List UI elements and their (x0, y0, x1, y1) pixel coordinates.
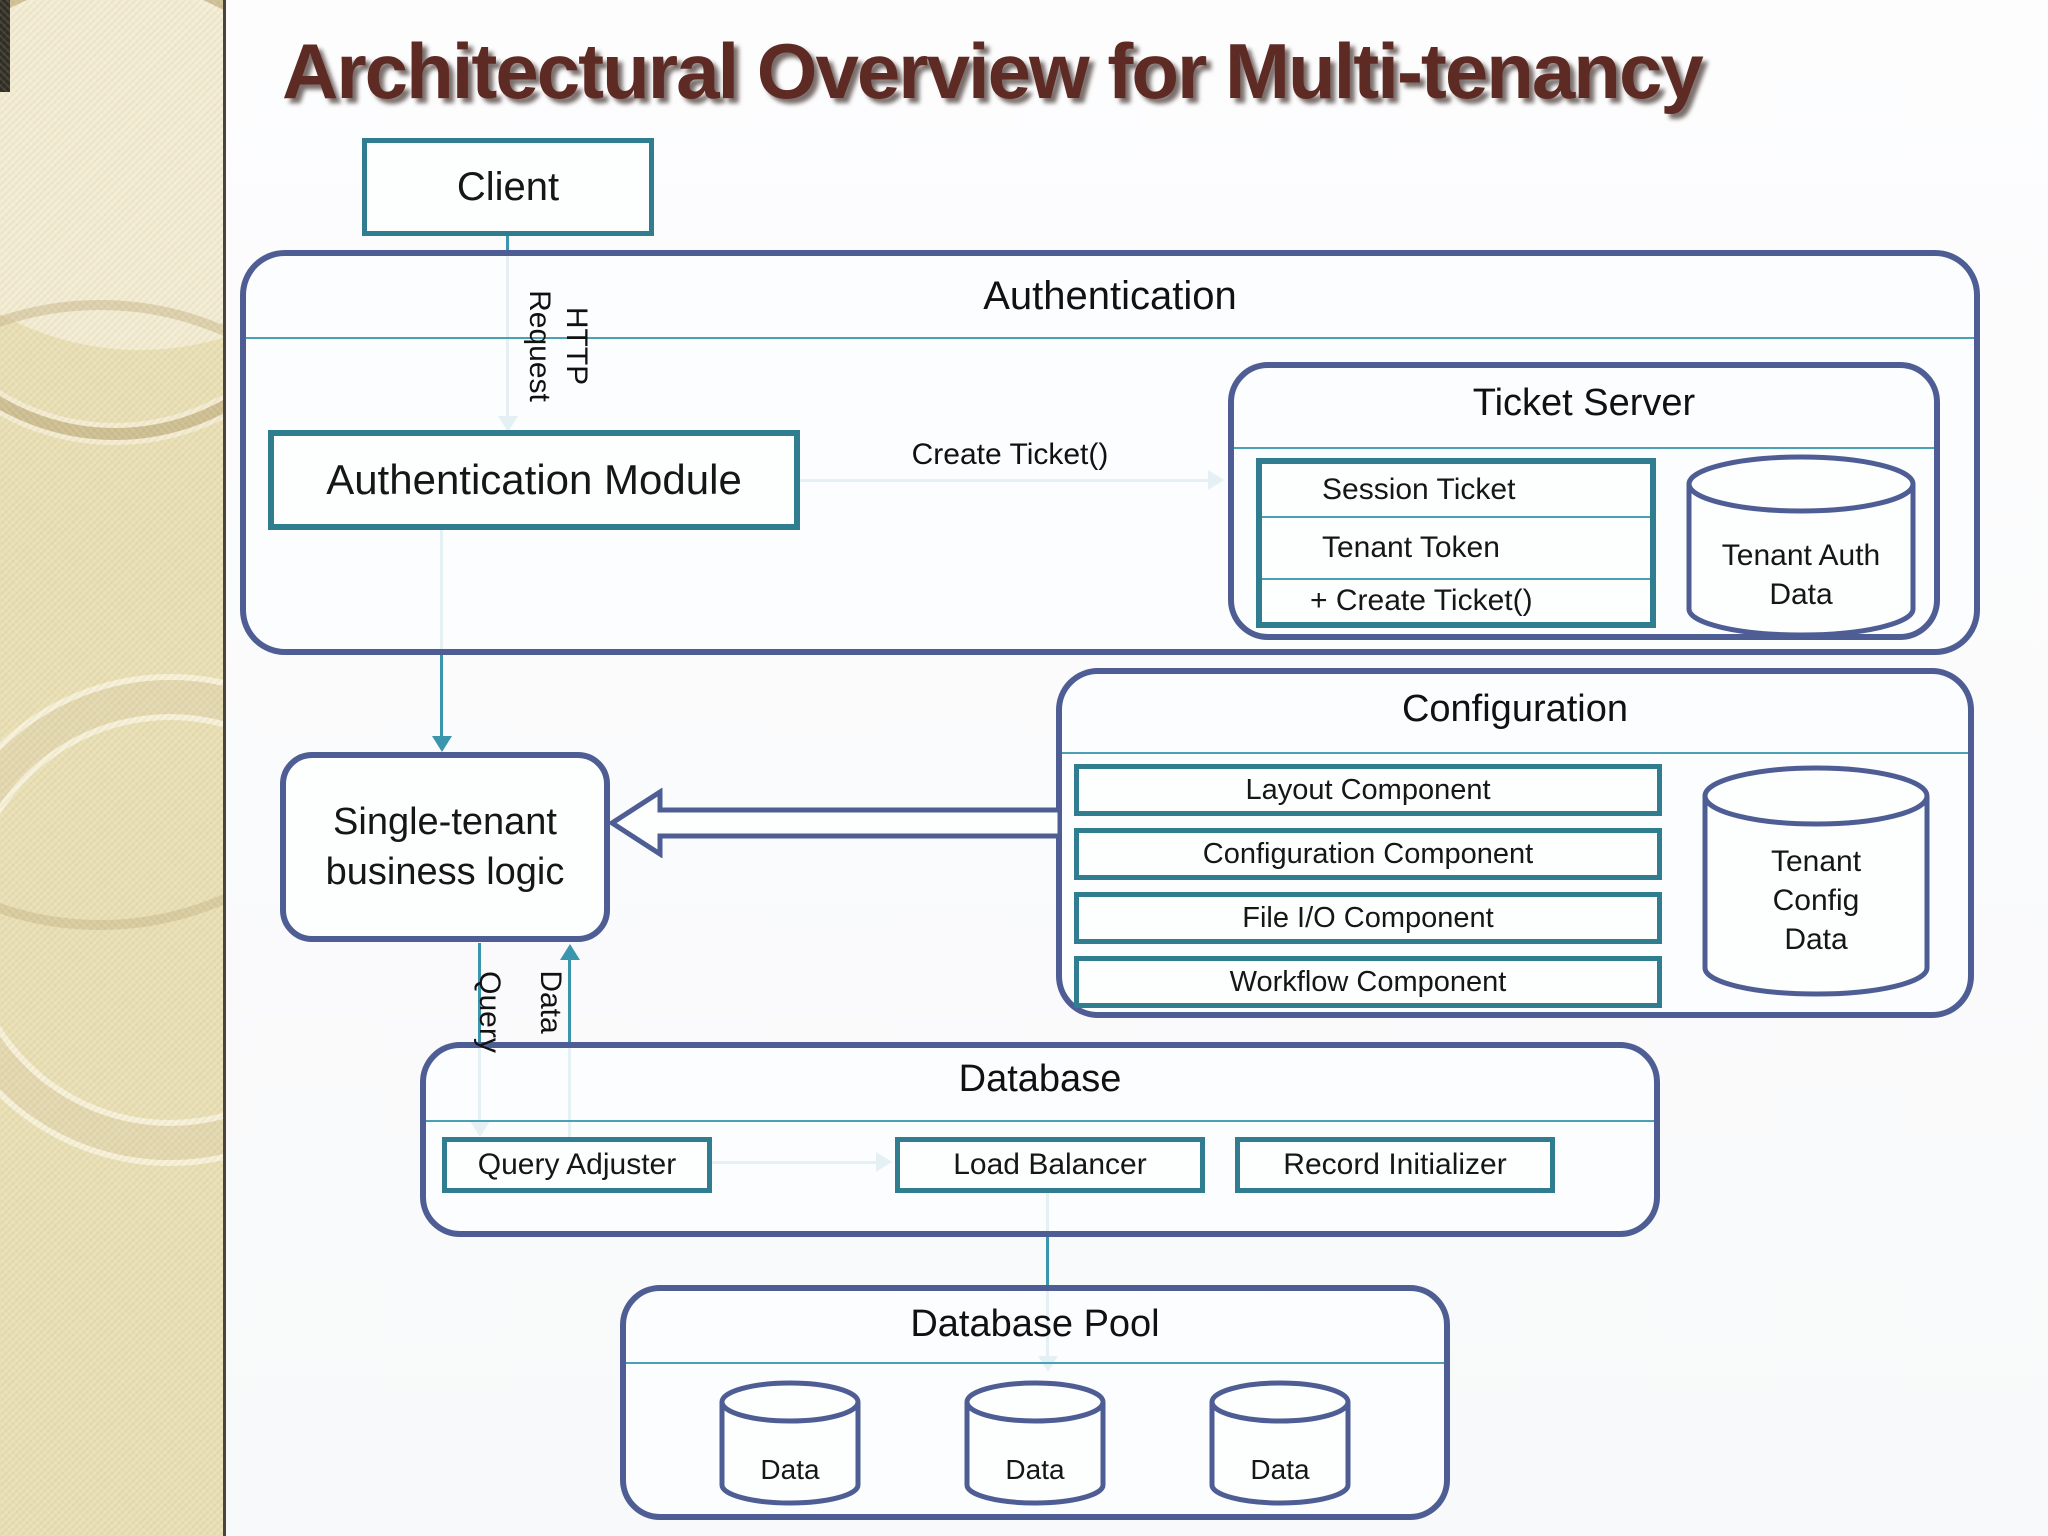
query-adjuster-node: Query Adjuster (442, 1137, 712, 1193)
authentication-title: Authentication (983, 274, 1237, 318)
component-label: Layout Component (1245, 773, 1491, 806)
config-to-business-arrow (610, 788, 1062, 858)
class-row-session-ticket: Session Ticket (1262, 464, 1650, 516)
configuration-component-node: Configuration Component (1074, 828, 1662, 880)
edge-label-line: HTTP (560, 306, 593, 386)
ticket-server-separator (1234, 447, 1934, 449)
database-cylinder-icon (719, 1380, 861, 1506)
query-arrow-line (478, 943, 481, 1123)
tenant-config-data-store: Tenant Config Data (1700, 762, 1932, 1002)
database-pool-title: Database Pool (910, 1303, 1160, 1345)
class-row-create-ticket: + Create Ticket() (1262, 580, 1650, 622)
component-label: Configuration Component (1202, 837, 1534, 870)
record-initializer-node: Record Initializer (1235, 1137, 1555, 1193)
sidebar-decoration (0, 0, 226, 1536)
db-module-label: Load Balancer (953, 1148, 1147, 1181)
client-label: Client (456, 164, 560, 209)
db-module-label: Query Adjuster (477, 1148, 677, 1181)
authentication-module-label: Authentication Module (326, 456, 742, 503)
component-label: File I/O Component (1242, 901, 1494, 934)
pool-data-label: Data (1005, 1454, 1065, 1485)
class-row-label: + Create Ticket() (1310, 584, 1533, 617)
store-label-line: Tenant (1770, 845, 1862, 878)
component-label: Workflow Component (1229, 965, 1507, 998)
db-module-label: Record Initializer (1283, 1148, 1507, 1181)
data-label: Data (534, 970, 567, 1034)
store-label-line: Config (1772, 884, 1860, 917)
load-balancer-node: Load Balancer (895, 1137, 1205, 1193)
pool-data-label: Data (1250, 1454, 1310, 1485)
sidebar-texture (0, 0, 223, 1536)
pool-data-store: Data (718, 1378, 862, 1512)
class-row-separator (1262, 516, 1650, 518)
ticket-class-box: Session Ticket Tenant Token + Create Tic… (1256, 458, 1656, 628)
tenant-auth-data-label: Tenant Auth Data (1684, 536, 1918, 614)
edge-label-line: Request (523, 290, 556, 402)
balancer-to-pool-arrow-line (1046, 1192, 1049, 1358)
file-io-component-node: File I/O Component (1074, 892, 1662, 944)
create-ticket-label: Create Ticket() (911, 438, 1109, 471)
business-logic-node: Single-tenant business logic (280, 752, 610, 942)
module-to-business-arrowhead (432, 736, 452, 752)
database-cylinder-icon (1209, 1380, 1351, 1506)
tenant-config-data-label: Tenant Config Data (1700, 842, 1932, 959)
configuration-title: Configuration (1401, 688, 1629, 730)
http-request-label: HTTP Request (519, 281, 595, 411)
class-row-label: Tenant Token (1322, 531, 1500, 564)
tenant-auth-data-store: Tenant Auth Data (1684, 452, 1918, 642)
store-label-line: Data (1769, 578, 1833, 611)
sidebar-corner-mark (0, 0, 10, 92)
class-row-tenant-token: Tenant Token (1262, 518, 1650, 578)
page-title: Architectural Overview for Multi-tenancy (282, 27, 1704, 115)
store-label-line: Data (1784, 923, 1848, 956)
database-separator (426, 1120, 1654, 1122)
workflow-component-node: Workflow Component (1074, 956, 1662, 1008)
query-label: Query (473, 971, 506, 1053)
business-logic-label: business logic (325, 851, 565, 893)
database-cylinder-icon (1702, 765, 1930, 997)
database-cylinder-icon (1686, 454, 1916, 638)
store-label-line: Tenant Auth (1721, 539, 1881, 572)
class-row-label: Session Ticket (1322, 473, 1516, 506)
database-cylinder-icon (964, 1380, 1106, 1506)
class-row-separator (1262, 578, 1650, 580)
authentication-separator (246, 337, 1974, 339)
business-logic-label: Single-tenant (333, 801, 557, 843)
pool-data-store: Data (963, 1378, 1107, 1512)
database-title: Database (958, 1058, 1122, 1100)
data-arrowhead (560, 944, 580, 960)
configuration-separator (1062, 752, 1968, 754)
layout-component-node: Layout Component (1074, 764, 1662, 816)
pool-data-label: Data (760, 1454, 820, 1485)
client-node: Client (362, 138, 654, 236)
ticket-server-title: Ticket Server (1472, 382, 1696, 424)
pool-data-store: Data (1208, 1378, 1352, 1512)
authentication-module-node: Authentication Module (268, 430, 800, 530)
database-pool-separator (626, 1362, 1444, 1364)
